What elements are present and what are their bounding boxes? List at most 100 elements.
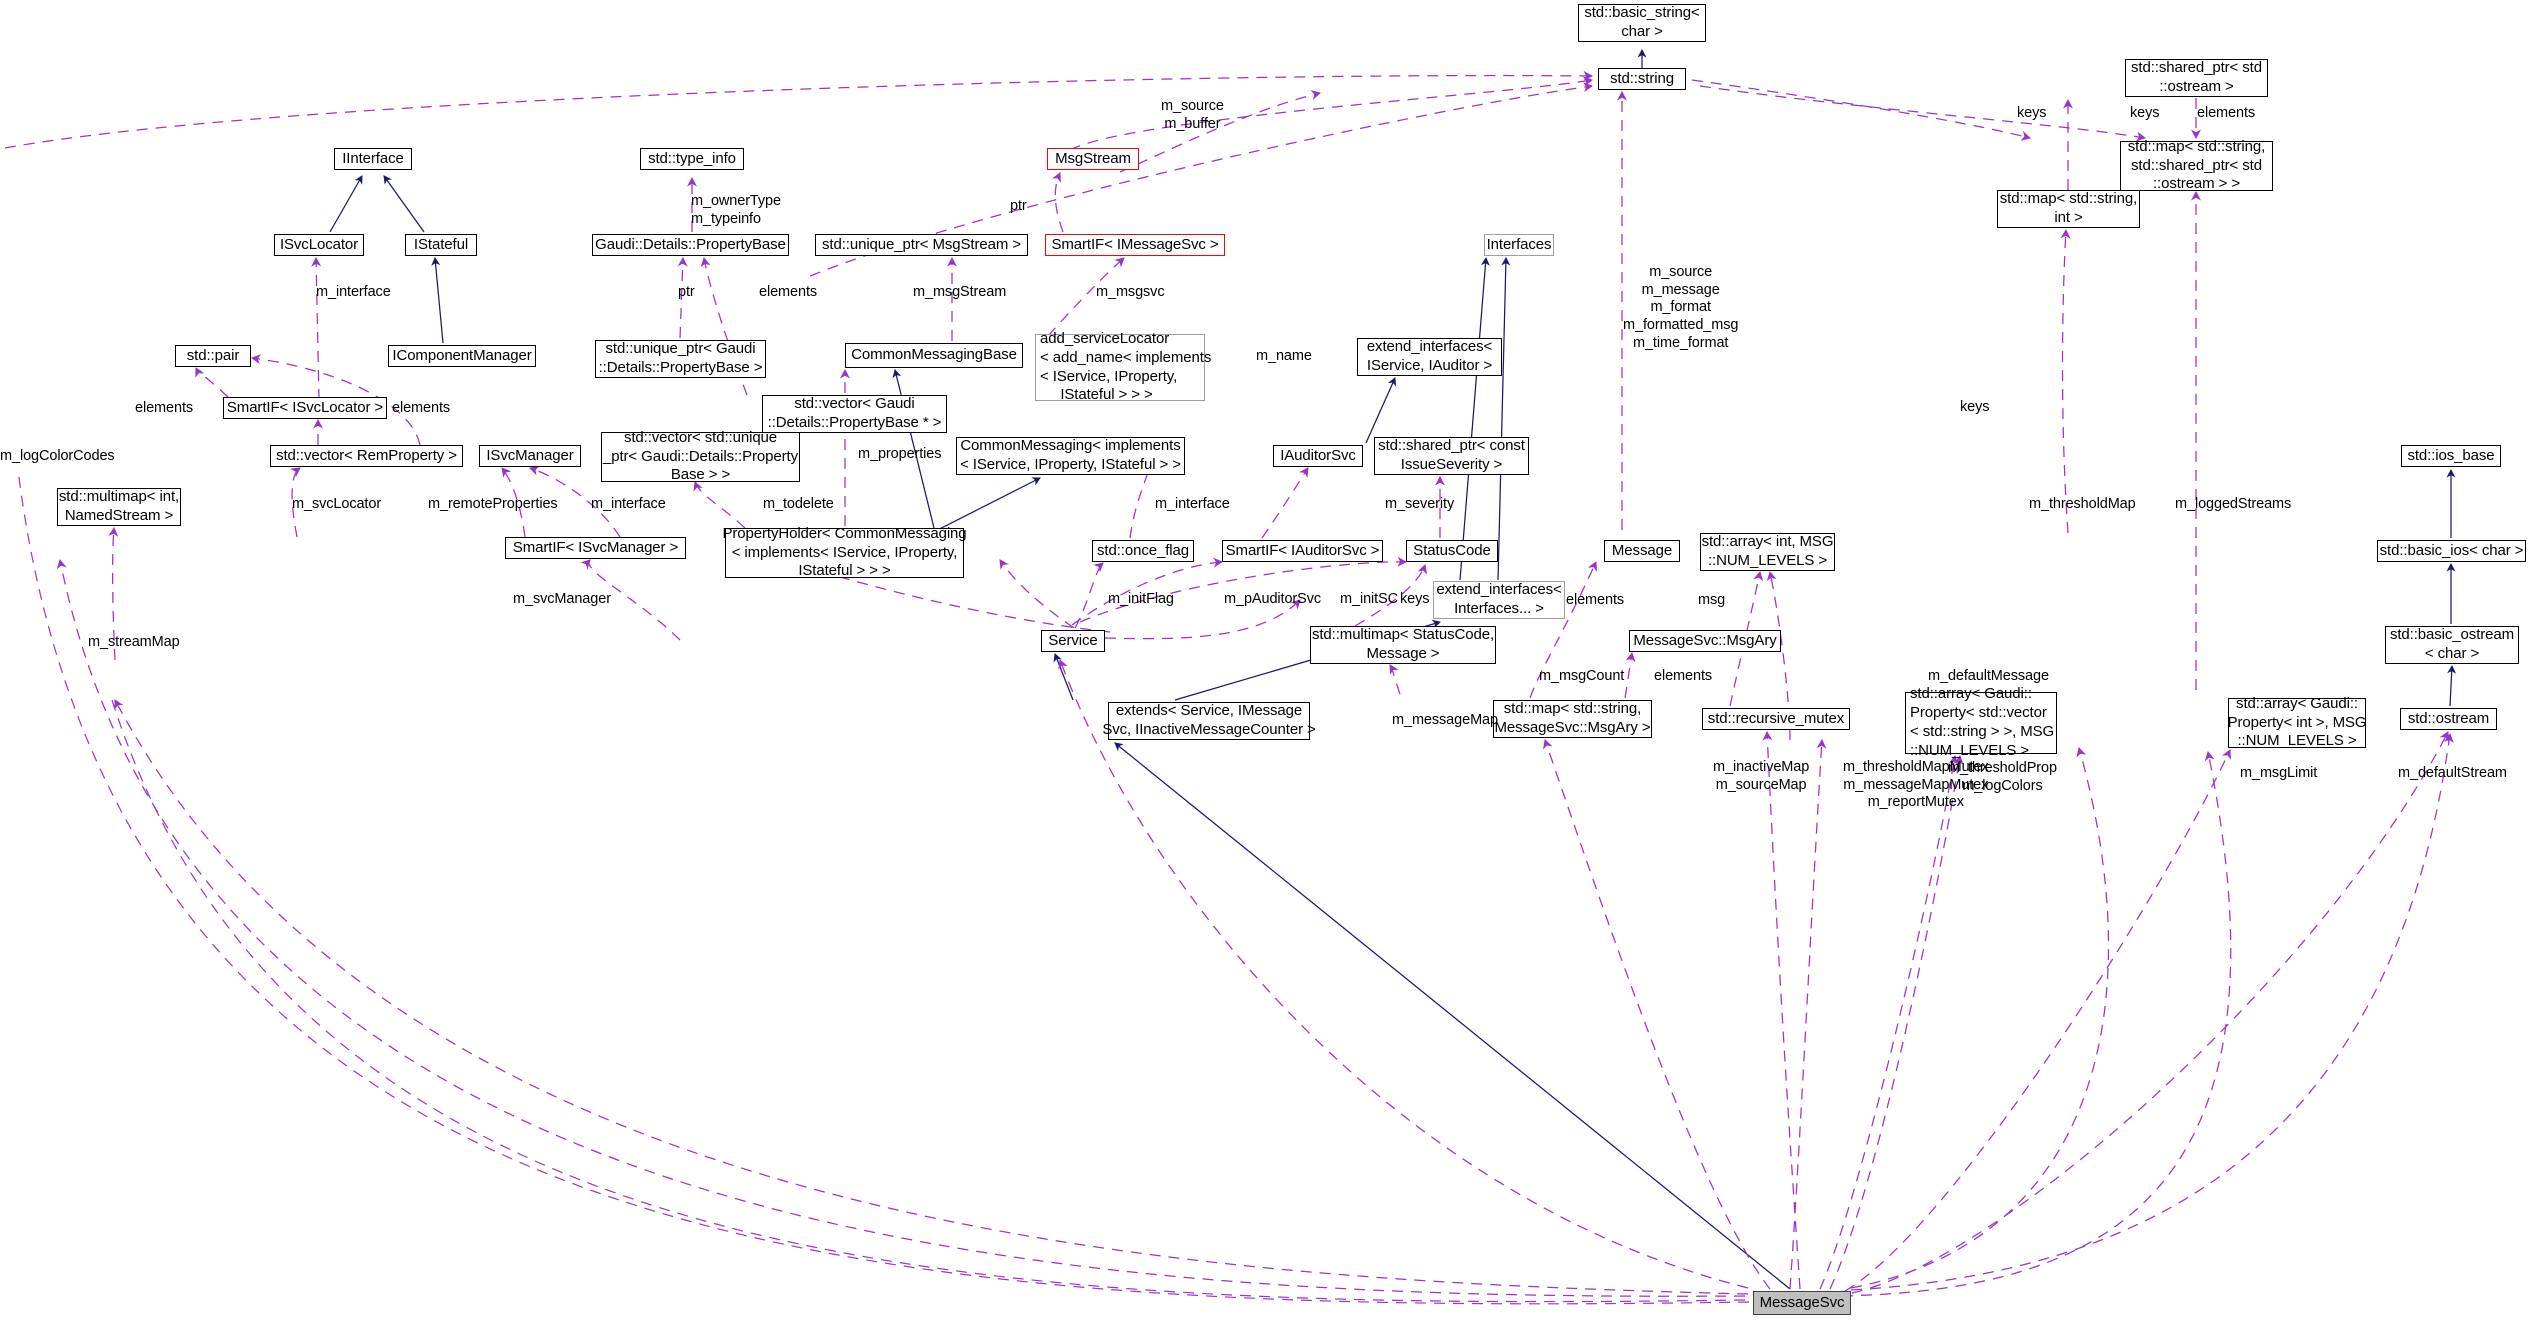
class-node-message[interactable]: Message [1604, 540, 1680, 562]
class-node-msgstream[interactable]: MsgStream [1047, 148, 1139, 170]
class-node-label: std::array< int, MSG ::NUM_LEVELS > [1701, 533, 1834, 569]
class-node-basic_ios_char[interactable]: std::basic_ios< char > [2377, 540, 2526, 562]
class-node-label: CommonMessaging< implements < IService, … [960, 437, 1181, 473]
class-node-string[interactable]: std::string [1598, 68, 1686, 90]
class-node-commonmessagingbase[interactable]: CommonMessagingBase [845, 343, 1023, 368]
class-node-once_flag[interactable]: std::once_flag [1092, 540, 1194, 562]
class-node-smartif_iauditorsvc[interactable]: SmartIF< IAuditorSvc > [1222, 540, 1383, 562]
class-node-ostream[interactable]: std::ostream [2400, 708, 2497, 730]
edge-label: m_interface [1155, 496, 1230, 512]
class-node-recursive_mutex[interactable]: std::recursive_mutex [1702, 708, 1850, 730]
edge-label: m_loggedStreams [2175, 496, 2292, 512]
class-node-messagesvc_msgary[interactable]: MessageSvc::MsgAry [1629, 630, 1781, 652]
class-node-label: std::vector< Gaudi ::Details::PropertyBa… [767, 395, 942, 431]
class-node-commonmessaging[interactable]: CommonMessaging< implements < IService, … [956, 437, 1185, 475]
class-node-shared_ptr_ostream[interactable]: std::shared_ptr< std ::ostream > [2125, 59, 2268, 97]
class-node-label: std::unique_ptr< Gaudi ::Details::Proper… [598, 340, 763, 376]
class-node-icomponentmanager[interactable]: IComponentManager [388, 345, 536, 367]
edge-label: ptr [678, 284, 695, 300]
edge-label: m_svcManager [513, 591, 611, 607]
class-node-label: std::map< std::string, int > [1999, 190, 2138, 226]
class-node-multimap_int_named[interactable]: std::multimap< int, NamedStream > [57, 488, 181, 526]
edge-label: m_thresholdMapMutex m_messageMapMutex m_… [1843, 759, 1989, 811]
class-node-map_str_sharedptr[interactable]: std::map< std::string, std::shared_ptr< … [2120, 138, 2273, 192]
edge-label: ptr [1010, 198, 1027, 214]
class-node-label: std::basic_string< char > [1584, 4, 1700, 40]
class-node-label: SmartIF< IMessageSvc > [1051, 235, 1219, 253]
class-node-iauditorsvc[interactable]: IAuditorSvc [1273, 445, 1363, 467]
class-node-label: extends< Service, IMessage Svc, IInactiv… [1102, 702, 1316, 738]
class-node-isvcmanager[interactable]: ISvcManager [479, 445, 581, 467]
edge-label: m_pAuditorSvc [1224, 591, 1322, 607]
class-node-messagesvc[interactable]: MessageSvc [1753, 1291, 1851, 1315]
edge-label: keys [2130, 105, 2160, 121]
class-node-service[interactable]: Service [1041, 630, 1105, 652]
class-node-label: Service [1048, 631, 1098, 649]
edge-label: m_messageMap [1392, 712, 1498, 728]
class-node-label: std::map< std::string, MessageSvc::MsgAr… [1494, 700, 1651, 736]
class-node-label: extend_interfaces< Interfaces... > [1436, 581, 1562, 617]
class-node-extend_iservice_iauditor[interactable]: extend_interfaces< IService, IAuditor > [1357, 338, 1502, 376]
class-node-label: std::unique_ptr< MsgStream > [822, 235, 1021, 253]
class-node-pair[interactable]: std::pair [175, 345, 251, 367]
class-node-label: std::ostream [2407, 709, 2490, 727]
class-node-iinterface[interactable]: IInterface [334, 148, 412, 170]
class-node-label: std::basic_ostream < char > [2389, 626, 2515, 662]
class-node-label: ISvcManager [486, 446, 574, 464]
edge-label: m_msgsvc [1096, 284, 1165, 300]
class-node-basic_ostream_char[interactable]: std::basic_ostream < char > [2385, 626, 2519, 664]
class-node-label: std::array< Gaudi:: Property< int >, MSG… [2227, 694, 2367, 750]
class-node-istateful[interactable]: IStateful [405, 234, 477, 256]
class-node-vec_propbase_ptr[interactable]: std::vector< Gaudi ::Details::PropertyBa… [762, 395, 947, 433]
class-node-label: MessageSvc::MsgAry [1633, 631, 1777, 649]
edge-label: m_interface [316, 284, 391, 300]
class-node-type_info[interactable]: std::type_info [640, 148, 744, 170]
class-node-label: Message [1611, 541, 1673, 559]
class-node-map_str_msgary[interactable]: std::map< std::string, MessageSvc::MsgAr… [1493, 700, 1652, 738]
class-node-smartif_isvclocator[interactable]: SmartIF< ISvcLocator > [223, 397, 387, 419]
class-node-uniqueptr_propbase[interactable]: std::unique_ptr< Gaudi ::Details::Proper… [595, 340, 766, 378]
class-node-array_gaudi_prop_int[interactable]: std::array< Gaudi:: Property< int >, MSG… [2228, 695, 2367, 750]
class-node-isvclocator[interactable]: ISvcLocator [274, 234, 364, 256]
class-node-label: std::vector< std::unique _ptr< Gaudi::De… [602, 428, 798, 484]
class-node-map_str_int[interactable]: std::map< std::string, int > [1997, 190, 2140, 228]
class-node-uniqueptr_msgstream[interactable]: std::unique_ptr< MsgStream > [815, 234, 1028, 256]
edge-label: elements [2197, 105, 2256, 121]
class-node-label: StatusCode [1413, 541, 1491, 559]
class-node-statuscode[interactable]: StatusCode [1406, 540, 1498, 562]
class-node-label: IStateful [413, 235, 469, 253]
class-node-extends_service[interactable]: extends< Service, IMessage Svc, IInactiv… [1102, 702, 1316, 740]
edge-label: m_streamMap [88, 634, 180, 650]
class-node-vector_remproperty[interactable]: std::vector< RemProperty > [270, 445, 463, 467]
class-node-propertyholder[interactable]: PropertyHolder< CommonMessaging < implem… [722, 525, 966, 580]
edge-label: m_source m_buffer [1161, 98, 1224, 132]
class-node-label: SmartIF< IAuditorSvc > [1225, 541, 1380, 559]
class-node-sharedptr_issuesev[interactable]: std::shared_ptr< const IssueSeverity > [1374, 437, 1529, 475]
edge-label: msg [1698, 592, 1726, 608]
class-node-label: MessageSvc [1759, 1293, 1845, 1311]
class-node-smartif_imsgsvc[interactable]: SmartIF< IMessageSvc > [1045, 234, 1225, 256]
edge-label: m_msgLimit [2240, 765, 2318, 781]
edge-label: m_properties [858, 446, 942, 462]
edge-label: keys [1400, 591, 1430, 607]
edge-label: elements [1566, 592, 1625, 608]
class-node-multimap_sc_msg[interactable]: std::multimap< StatusCode, Message > [1310, 626, 1496, 664]
class-node-array_gaudi_prop_vecstr[interactable]: std::array< Gaudi:: Property< std::vecto… [1905, 685, 2057, 759]
class-node-array_int_msg[interactable]: std::array< int, MSG ::NUM_LEVELS > [1700, 533, 1835, 571]
edge-label: m_msgCount [1539, 668, 1625, 684]
class-node-ios_base[interactable]: std::ios_base [2401, 445, 2501, 467]
class-node-smartif_isvcmanager[interactable]: SmartIF< ISvcManager > [505, 537, 686, 559]
edge-label: elements [135, 400, 194, 416]
class-node-label: std::recursive_mutex [1707, 709, 1845, 727]
class-node-vec_uniqueptr_propbase[interactable]: std::vector< std::unique _ptr< Gaudi::De… [601, 429, 800, 483]
class-node-label: std::multimap< StatusCode, Message > [1311, 626, 1495, 662]
class-node-extend_interfaces_var[interactable]: extend_interfaces< Interfaces... > [1433, 581, 1565, 619]
class-node-add_servicelocator[interactable]: add_serviceLocator < add_name< implement… [1035, 330, 1211, 403]
class-node-propertybase[interactable]: Gaudi::Details::PropertyBase [592, 234, 789, 256]
class-node-interfaces[interactable]: Interfaces [1484, 234, 1554, 256]
class-node-label: PropertyHolder< CommonMessaging < implem… [722, 524, 967, 580]
class-node-basic_string[interactable]: std::basic_string< char > [1578, 4, 1706, 42]
edge-label: m_source m_message m_format m_formatted_… [1623, 264, 1739, 351]
